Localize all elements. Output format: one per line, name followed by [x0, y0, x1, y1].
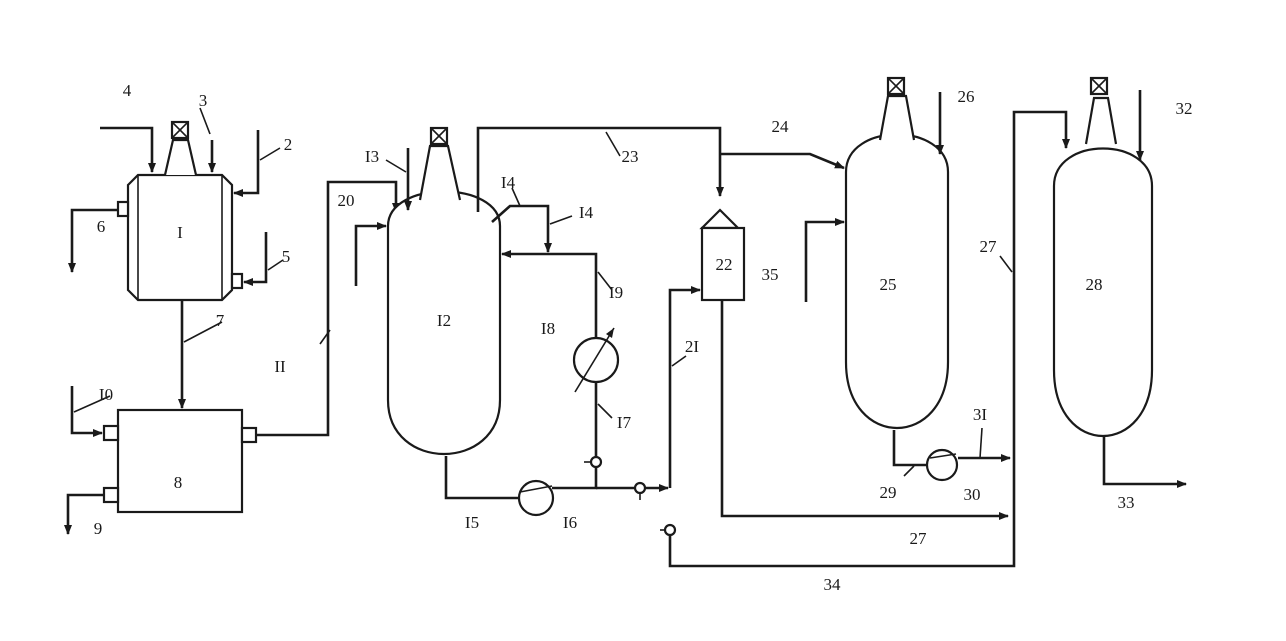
stream-10: [70, 386, 103, 437]
stream-33: [1102, 436, 1187, 488]
label-23: 23: [622, 147, 639, 166]
stream-2: [233, 130, 260, 197]
stream-4: [100, 126, 156, 173]
stream-23: [476, 126, 724, 212]
stream-5: [243, 232, 268, 286]
valve-1: [589, 455, 603, 469]
label-15: I5: [465, 513, 479, 532]
nozzle-11: [240, 426, 258, 444]
heat-exchanger-18: [572, 327, 620, 393]
labels: I 2 3 4 5 6 7 8 9 I0 II I2 I3 I4 I4 I5 I…: [94, 81, 1193, 594]
label-24: 24: [772, 117, 790, 136]
nozzle-10: [102, 424, 120, 442]
label-9: 9: [94, 519, 103, 538]
label-33: 33: [1118, 493, 1135, 512]
label-35: 35: [762, 265, 779, 284]
stream-9: [64, 493, 104, 535]
stream-21: [668, 286, 701, 488]
stream-15: [444, 456, 518, 500]
vessel-25: [844, 133, 950, 429]
valve-2: [633, 481, 647, 495]
valve-3: [663, 523, 677, 537]
label-7: 7: [216, 311, 225, 330]
label-27a: 27: [980, 237, 998, 256]
label-32: 32: [1176, 99, 1193, 118]
stirrer-motor-25: [878, 76, 916, 141]
stream-19: [501, 250, 598, 340]
label-1: I: [177, 223, 183, 242]
label-11: II: [274, 357, 286, 376]
label-25: 25: [880, 275, 897, 294]
nozzle-6: [116, 200, 130, 218]
stream-35: [804, 218, 845, 302]
stream-6: [68, 208, 118, 273]
label-30: 30: [964, 485, 981, 504]
nozzle-5: [230, 272, 244, 290]
stream-29: [892, 430, 926, 467]
pump-16: [517, 479, 555, 517]
stirrer-motor-12: [418, 126, 462, 201]
label-34: 34: [824, 575, 842, 594]
nozzle-9: [102, 486, 120, 504]
stream-27-lower: [720, 300, 1009, 520]
stream-24: [720, 152, 845, 170]
label-4: 4: [123, 81, 132, 100]
label-26: 26: [958, 87, 975, 106]
stream-34: [668, 110, 1070, 568]
label-22: 22: [716, 255, 733, 274]
pump-30: [925, 448, 959, 482]
stream-17: [552, 382, 598, 490]
label-12: I2: [437, 311, 451, 330]
label-28: 28: [1086, 275, 1103, 294]
vessel-1: [126, 173, 234, 302]
label-2: 2: [284, 135, 293, 154]
label-17: I7: [617, 413, 632, 432]
stream-11: [256, 180, 400, 437]
vessel-12: [386, 190, 502, 456]
label-8: 8: [174, 473, 183, 492]
stream-14: [491, 204, 552, 253]
label-19: I9: [609, 283, 623, 302]
label-10: I0: [99, 385, 113, 404]
stirrer-motor-28: [1084, 76, 1118, 145]
label-31: 3I: [973, 405, 988, 424]
vessel-8: [116, 408, 244, 514]
label-16: I6: [563, 513, 577, 532]
stream-20: [354, 222, 387, 286]
vessel-28: [1052, 147, 1154, 437]
label-3: 3: [199, 91, 208, 110]
stirrer-motor-1: [163, 120, 198, 176]
label-21: 2I: [685, 337, 700, 356]
label-6: 6: [97, 217, 106, 236]
label-14a: I4: [501, 173, 516, 192]
label-27b: 27: [910, 529, 928, 548]
label-20: 20: [338, 191, 355, 210]
label-29: 29: [880, 483, 897, 502]
label-14b: I4: [579, 203, 594, 222]
label-18: I8: [541, 319, 555, 338]
label-13: I3: [365, 147, 379, 166]
label-5: 5: [282, 247, 291, 266]
leader-lines: [73, 107, 1013, 477]
